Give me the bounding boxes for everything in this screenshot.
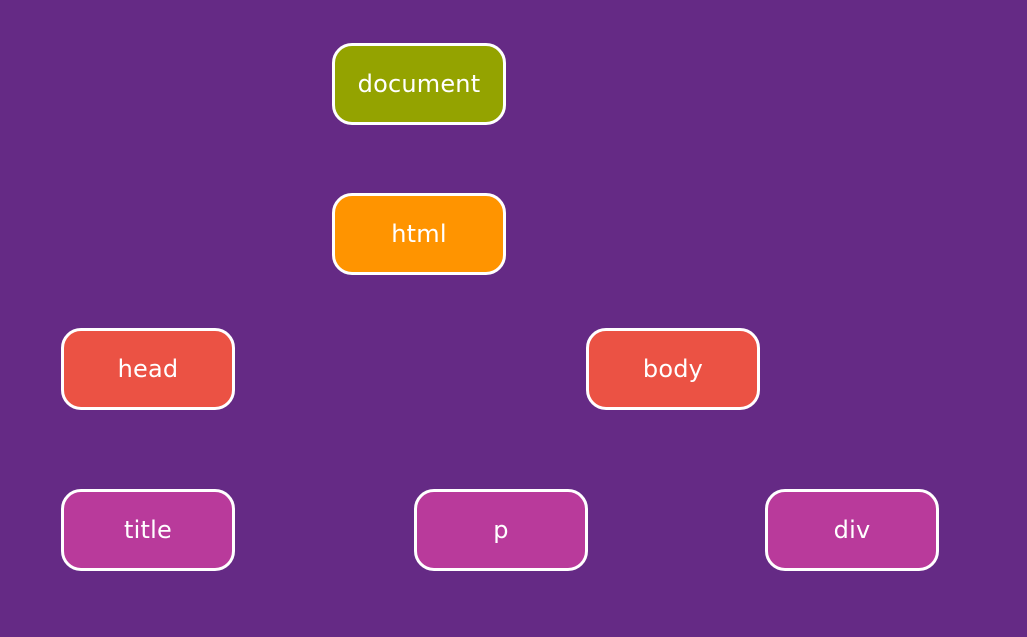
node-html: html — [332, 193, 506, 275]
node-p-label: p — [493, 516, 509, 544]
node-html-label: html — [391, 220, 447, 248]
node-body-label: body — [642, 355, 704, 383]
node-document-label: document — [357, 70, 481, 98]
node-title: title — [61, 489, 235, 571]
node-body: body — [586, 328, 760, 410]
node-title-label: title — [124, 516, 172, 544]
node-div-label: div — [833, 516, 871, 544]
node-p: p — [414, 489, 588, 571]
node-div: div — [765, 489, 939, 571]
node-head-label: head — [117, 355, 179, 383]
node-document: document — [332, 43, 506, 125]
node-head: head — [61, 328, 235, 410]
